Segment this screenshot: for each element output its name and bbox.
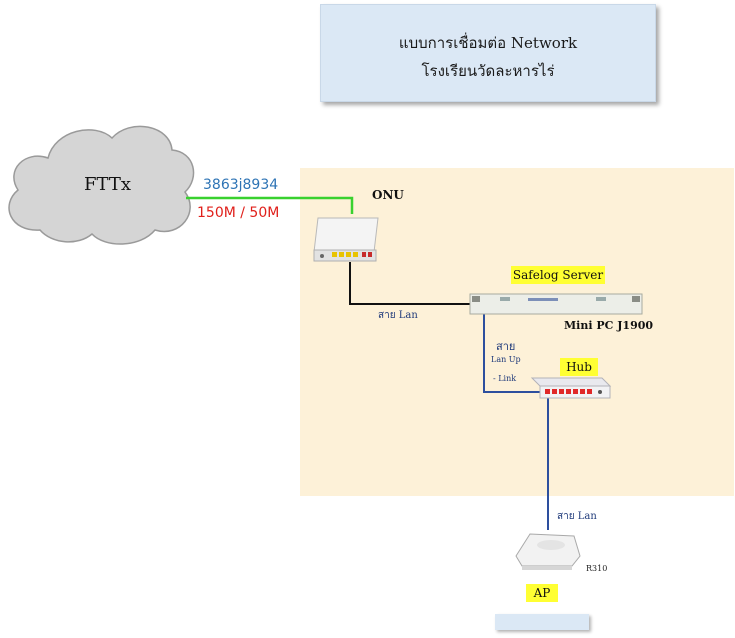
lan-wire-onu-server [349,262,470,305]
circuit-speed: 150M / 50M [197,205,280,221]
server-model: Mini PC J1900 [564,319,654,332]
onu-router-icon [313,217,379,262]
cable-onu-server-label: สาย Lan [378,310,418,321]
lan-wire-server-hub [483,314,540,393]
diagram-title-box: แบบการเชื่อมต่อ Network โรงเรียนวัดละหาร… [320,4,656,102]
diagram-title-line2: โรงเรียนวัดละหารไร่ [421,62,555,80]
cable-server-hub-label-2: Lan Up [491,355,521,364]
cable-hub-ap-label: สาย Lan [557,511,597,522]
cloud-label: FTTx [84,174,131,195]
access-point-icon [515,533,581,570]
hub-label: Hub [560,358,598,376]
cloud-icon [8,125,195,245]
switch-hub-icon [530,377,612,399]
ap-model: R310 [586,564,608,573]
circuit-id: 3863j8934 [203,177,279,193]
onu-label: ONU [372,188,404,202]
diagram-title-line1: แบบการเชื่อมต่อ Network [398,34,578,52]
fiber-wire [186,196,354,214]
ap-label: AP [526,584,558,602]
server-rack-icon [469,293,643,315]
cable-server-hub-label-3: - Link [493,374,517,383]
cable-server-hub-label-1: สาย [496,340,516,353]
server-label: Safelog Server [511,266,605,284]
footer-box [495,614,589,630]
